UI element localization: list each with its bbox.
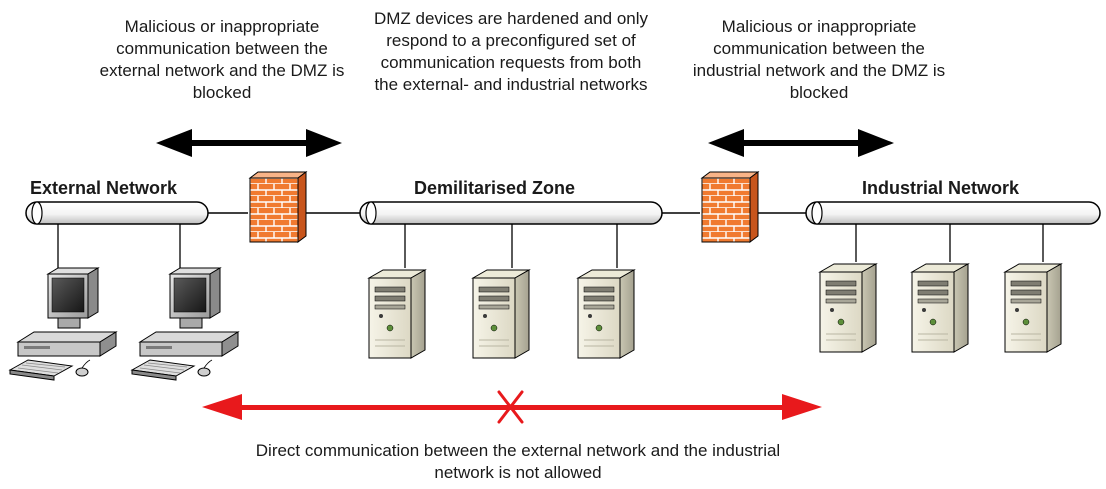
blocked-traffic-arrow-right bbox=[708, 129, 894, 157]
not-allowed-x-icon bbox=[497, 390, 524, 424]
firewall-icon bbox=[701, 171, 759, 243]
note-direct-not-allowed: Direct communication between the externa… bbox=[255, 441, 781, 482]
workstation-icon bbox=[131, 267, 239, 381]
industrial-network-bus bbox=[805, 201, 1101, 225]
zone-label-industrial: Industrial Network bbox=[862, 178, 1020, 198]
note-dmz-hardened: DMZ devices are hardened and only respon… bbox=[373, 9, 649, 94]
server-icon bbox=[472, 269, 530, 359]
dmz-network-bus bbox=[359, 201, 663, 225]
blocked-traffic-arrow-left bbox=[156, 129, 342, 157]
firewall-icon bbox=[249, 171, 307, 243]
external-network-bus bbox=[25, 201, 209, 225]
zone-label-dmz: Demilitarised Zone bbox=[414, 178, 576, 198]
server-icon bbox=[1004, 263, 1062, 353]
workstation-icon bbox=[9, 267, 117, 381]
server-icon bbox=[819, 263, 877, 353]
server-icon bbox=[911, 263, 969, 353]
server-icon bbox=[368, 269, 426, 359]
server-icon bbox=[577, 269, 635, 359]
note-external-dmz-blocked: Malicious or inappropriate communication… bbox=[99, 17, 345, 102]
zone-label-external: External Network bbox=[30, 178, 178, 198]
note-industrial-dmz-blocked: Malicious or inappropriate communication… bbox=[692, 17, 946, 102]
device-drop-lines bbox=[57, 224, 1044, 268]
